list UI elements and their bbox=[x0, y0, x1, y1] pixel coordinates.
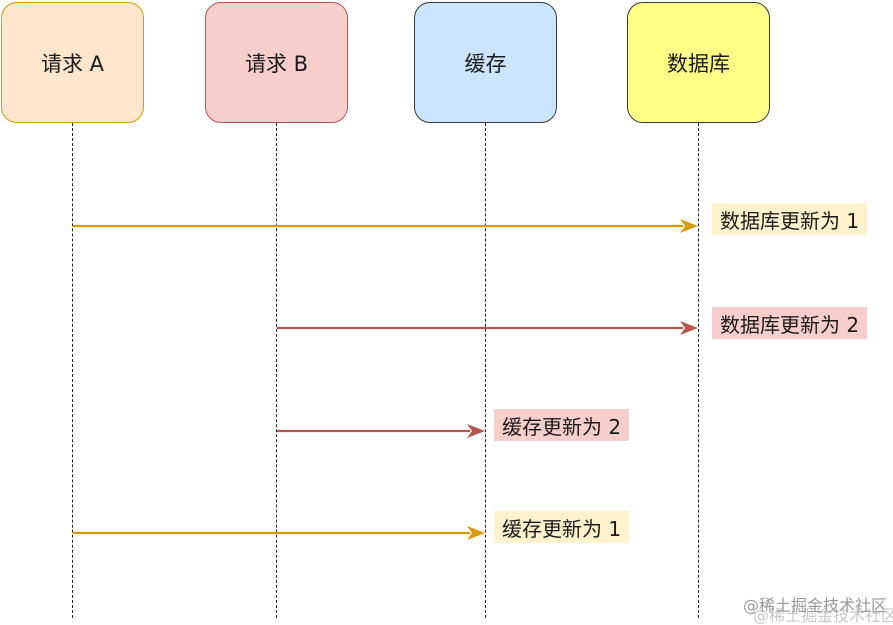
participant-cache: 缓存 bbox=[414, 2, 557, 123]
participant-database-label: 数据库 bbox=[667, 51, 730, 76]
watermark-text: @稀土掘金技术社区 bbox=[742, 596, 887, 615]
participant-request-b: 请求 B bbox=[205, 2, 348, 123]
arrow-request-b-to-cache bbox=[277, 424, 485, 438]
participant-request-a-label: 请求 A bbox=[40, 51, 105, 76]
lifeline-database bbox=[698, 123, 699, 618]
note-database-update-1: 数据库更新为 1 bbox=[712, 203, 868, 235]
note-database-update-2-text: 数据库更新为 2 bbox=[720, 312, 860, 337]
arrow-request-a-to-cache bbox=[73, 526, 485, 540]
note-cache-update-1: 缓存更新为 1 bbox=[494, 511, 630, 543]
arrow-request-a-to-database bbox=[73, 219, 698, 233]
note-database-update-2: 数据库更新为 2 bbox=[712, 307, 868, 339]
arrow-request-b-to-database bbox=[277, 321, 698, 335]
note-cache-update-2-text: 缓存更新为 2 bbox=[502, 414, 622, 439]
watermark: @稀土掘金技术社区 @稀土掘金技术社区 bbox=[742, 596, 893, 624]
participant-cache-label: 缓存 bbox=[464, 51, 507, 76]
lifeline-request-a bbox=[72, 123, 73, 618]
note-cache-update-2: 缓存更新为 2 bbox=[494, 409, 630, 441]
participant-database: 数据库 bbox=[627, 2, 770, 123]
note-database-update-1-text: 数据库更新为 1 bbox=[720, 208, 860, 233]
participant-request-b-label: 请求 B bbox=[244, 51, 309, 76]
note-cache-update-1-text: 缓存更新为 1 bbox=[502, 516, 622, 541]
lifeline-cache bbox=[485, 123, 486, 618]
participant-request-a: 请求 A bbox=[1, 2, 144, 123]
lifeline-request-b bbox=[276, 123, 277, 618]
